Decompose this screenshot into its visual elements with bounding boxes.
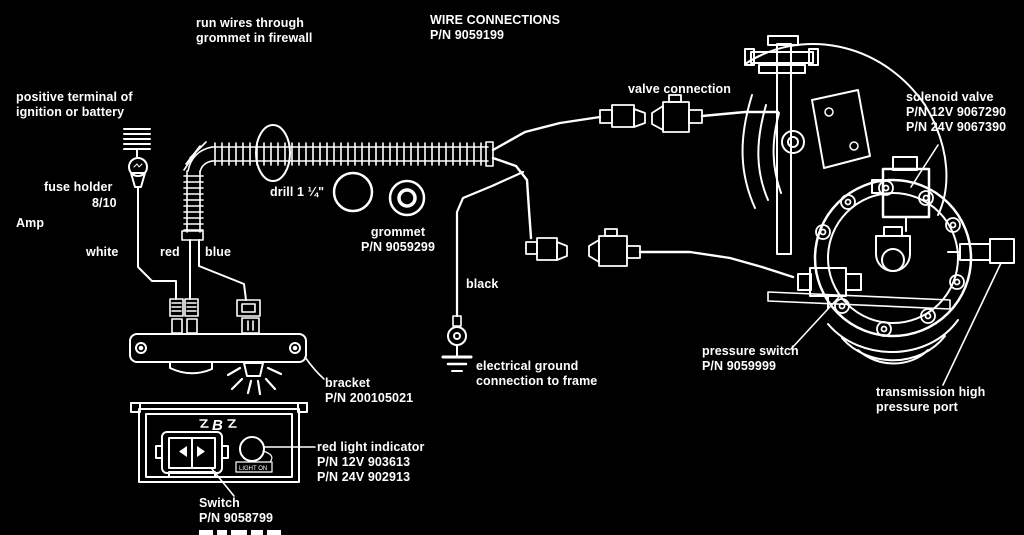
svg-text:LIGHT ON: LIGHT ON — [239, 466, 267, 472]
high-pressure-port — [947, 238, 1015, 264]
label-wire-connections: WIRE CONNECTIONS P/N 9059199 — [430, 13, 561, 42]
label-drill: drill 1 ¼" — [270, 185, 325, 199]
black-wire — [455, 170, 525, 318]
panel-logo: B — [199, 417, 237, 434]
valve-connector-upper[interactable] — [599, 94, 703, 133]
battery-terminal-symbol — [123, 128, 151, 159]
label-wire-black: black — [466, 277, 499, 291]
label-positive-terminal: positive terminal of ignition or battery — [16, 90, 133, 119]
upper-valve-wire — [491, 110, 780, 152]
label-switch: Switch P/N 9058799 — [199, 496, 274, 525]
harness-ribs — [214, 142, 482, 166]
flange-bolts — [815, 180, 965, 337]
label-bracket: bracket P/N 200105021 — [325, 376, 414, 405]
lower-valve-wire — [491, 156, 795, 279]
label-amp: Amp — [16, 216, 45, 230]
svg-text:B: B — [212, 417, 223, 434]
solenoid-leader — [910, 144, 939, 188]
grommet-symbol — [388, 179, 426, 217]
switch-panel: B LIGHT ON — [130, 402, 308, 483]
blue-wire — [198, 239, 247, 301]
ground-symbol — [441, 315, 473, 372]
bracket-bar — [129, 333, 307, 396]
label-wire-red: red — [160, 245, 180, 259]
label-pressure-switch: pressure switch P/N 9059999 — [702, 344, 799, 373]
label-fuse-holder: fuse holder — [44, 180, 113, 194]
flange-outer — [813, 178, 973, 338]
label-run-wires: run wires through grommet in firewall — [196, 16, 313, 45]
firewall-grommet-ellipse — [255, 124, 291, 182]
white-wire — [137, 231, 177, 300]
light-caption-box: LIGHT ON — [235, 450, 273, 473]
label-grommet: grommet P/N 9059299 — [360, 225, 436, 254]
red-light-lens — [239, 436, 265, 462]
bracket-leader — [304, 356, 325, 380]
solenoid-valve-body — [871, 156, 931, 232]
leader-lines — [211, 144, 1002, 497]
clipped-text-fragment — [199, 530, 281, 535]
transmission-assembly — [741, 35, 1015, 365]
lamp-rays — [226, 366, 283, 396]
label-wire-blue: blue — [205, 245, 232, 259]
label-wire-white: white — [86, 245, 119, 259]
label-valve-connection: valve connection — [628, 82, 732, 96]
fuse-holder-symbol — [128, 157, 148, 233]
valve-connector-lower[interactable] — [525, 228, 641, 267]
label-red-light: red light indicator P/N 12V 903613 P/N 2… — [317, 440, 425, 484]
label-ground: electrical ground connection to frame — [476, 359, 598, 388]
drill-hole-symbol — [332, 171, 374, 213]
pressure-switch-body — [797, 267, 862, 309]
label-solenoid-valve: solenoid valve P/N 12V 9067290 P/N 24V 9… — [906, 90, 1007, 134]
indicator-lamp — [243, 362, 264, 377]
bracket-connectors — [169, 298, 261, 334]
switch-leader — [211, 468, 235, 497]
label-trans-port: transmission high pressure port — [876, 385, 986, 414]
wire-harness — [181, 124, 494, 241]
label-fuse-rating: 8/10 — [92, 196, 117, 210]
rocker-switch[interactable] — [155, 431, 229, 478]
pressure-switch-leader — [790, 296, 840, 350]
port-leader — [942, 262, 1002, 386]
